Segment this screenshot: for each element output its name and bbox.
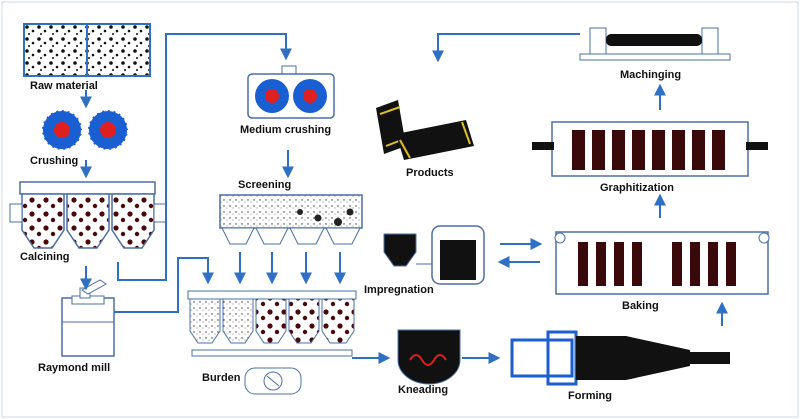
- label-machining: Machinging: [620, 69, 682, 81]
- label-graphitization: Graphitization: [600, 182, 674, 194]
- raw-material-illustration: [23, 23, 151, 77]
- products-illustration: [376, 100, 474, 160]
- kneading-illustration: [397, 329, 461, 385]
- label-medium-crushing: Medium crushing: [240, 124, 332, 136]
- label-crushing: Crushing: [30, 155, 79, 167]
- flow-connectors: [80, 33, 728, 364]
- arrow-to-medium-crushing: [117, 33, 292, 281]
- baking-illustration: [554, 231, 770, 295]
- label-calcining: Calcining: [20, 251, 70, 263]
- label-baking: Baking: [622, 300, 659, 312]
- screening-illustration: [219, 194, 363, 245]
- forming-illustration: [510, 330, 730, 386]
- label-kneading: Kneading: [398, 384, 449, 396]
- calcining-illustration: [9, 181, 167, 249]
- crushing-illustration: [41, 109, 129, 151]
- label-burden: Burden: [202, 372, 241, 384]
- graphitization-illustration: [532, 121, 768, 177]
- label-forming: Forming: [568, 390, 612, 402]
- label-raw-material: Raw material: [30, 80, 98, 92]
- label-impregnation: Impregnation: [364, 284, 434, 296]
- impregnation-illustration: [383, 225, 485, 285]
- label-raymond-mill: Raymond mill: [38, 362, 111, 374]
- arrow-machining-to-products: [432, 33, 580, 63]
- medium-crushing-illustration: [247, 65, 335, 119]
- label-products: Products: [406, 167, 454, 179]
- machining-illustration: [579, 27, 731, 61]
- raymond-mill-illustration: [61, 279, 115, 357]
- label-screening: Screening: [238, 179, 292, 191]
- burden-illustration: [187, 290, 357, 395]
- arrow-mill-to-burden: [114, 257, 214, 313]
